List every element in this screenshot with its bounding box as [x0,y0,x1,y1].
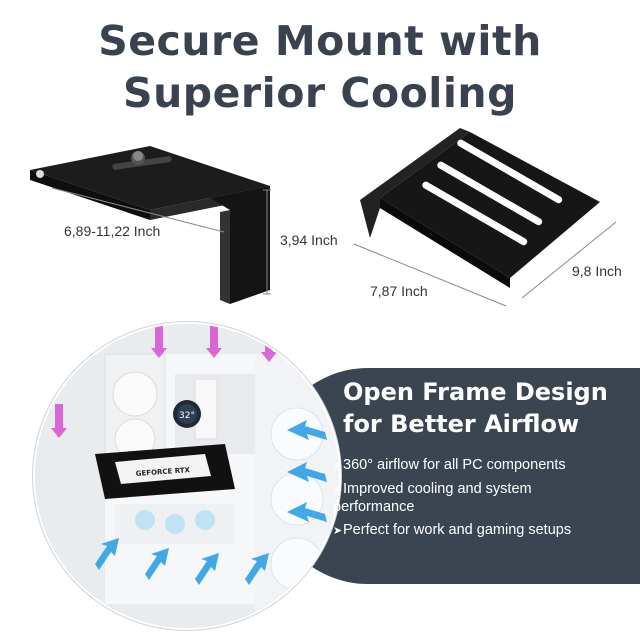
length-dimension-line [521,221,617,299]
feature-item-setups: ➤Perfect for work and gaming setups [333,522,572,538]
feature-item-cooling: ➤Improved cooling and system performance [333,481,532,515]
width-dimension-line [51,187,225,233]
depth-label: 7,87 Inch [370,283,428,299]
panel-title-line1: Open Frame Design [343,378,608,406]
flat-shelf-image [360,128,600,288]
height-dimension-line [263,189,271,295]
adjustable-bracket-image [30,146,270,304]
airflow-arrows-blue [95,420,327,585]
feature-item-airflow: ➤360° airflow for all PC components [333,457,566,473]
arrow-bullet-icon: ➤ [333,484,343,496]
panel-title-line2: for Better Airflow [343,410,580,438]
pc-case-photo: 32° GEFORCE RTX [33,322,341,630]
cooler-temp-readout: 32° [179,411,195,421]
height-label: 3,94 Inch [280,232,338,248]
gpu-label: GEFORCE RTX [136,466,191,478]
arrow-bullet-icon: ➤ [333,460,343,472]
arrow-bullet-icon: ➤ [333,525,343,537]
headline-line2: Superior Cooling [123,69,517,117]
width-range-label: 6,89-11,22 Inch [64,223,161,239]
depth-dimension-line [353,243,507,307]
headline-line1: Secure Mount with [98,17,542,65]
length-label: 9,8 Inch [572,263,622,279]
